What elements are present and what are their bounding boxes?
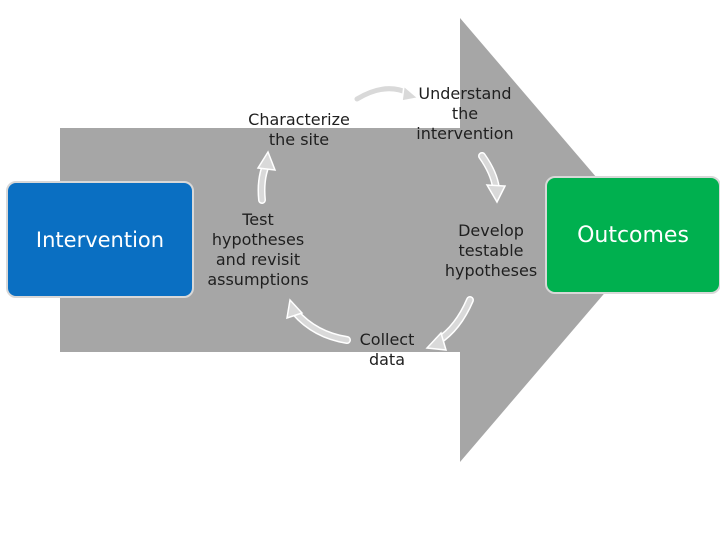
cycle-arrow-bottom-left: [286, 298, 351, 344]
intervention-box: Intervention: [6, 181, 194, 298]
intervention-label: Intervention: [35, 227, 165, 252]
step-understand-intervention: Understand the intervention: [416, 84, 514, 143]
cycle-arrows: [256, 84, 507, 351]
outcomes-box: Outcomes: [545, 176, 720, 294]
cycle-arrow-right-top: [478, 152, 507, 204]
outcomes-label: Outcomes: [577, 222, 689, 248]
cycle-arrow-left: [256, 150, 277, 204]
main-flow-arrow: [60, 18, 650, 462]
step-test-hypotheses: Test hypotheses and revisit assumptions: [207, 210, 309, 289]
cycle-arrow-top: [353, 84, 420, 103]
step-develop-hypotheses: Develop testable hypotheses: [444, 221, 538, 280]
cycle-arrow-right-bottom: [425, 296, 474, 351]
step-collect-data: Collect data: [359, 330, 415, 369]
step-characterize-site: Characterize the site: [248, 110, 350, 149]
